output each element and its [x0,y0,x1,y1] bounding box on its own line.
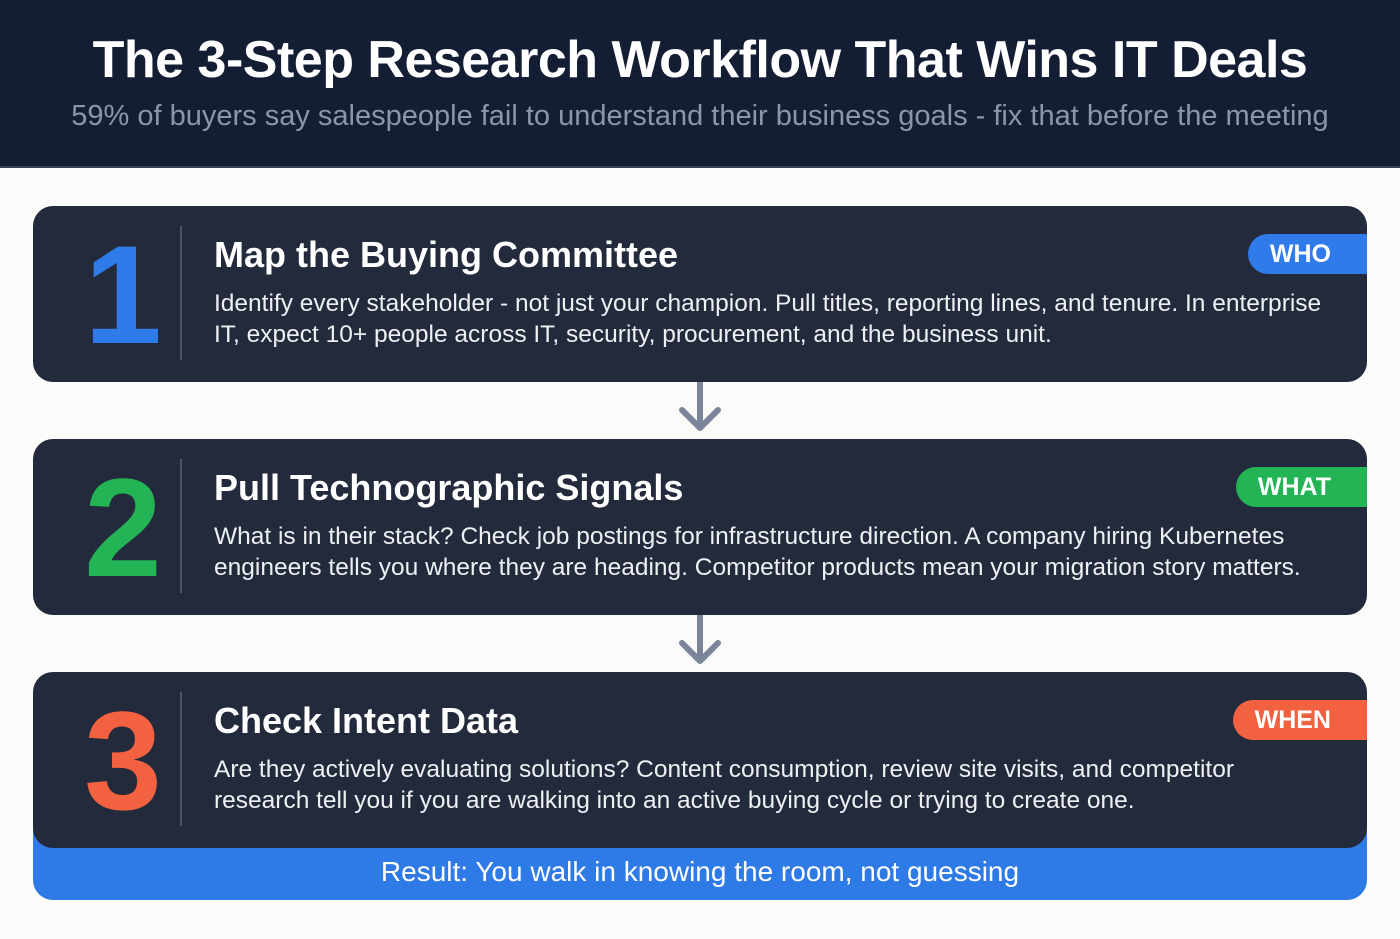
step-description: What is in their stack? Check job postin… [214,523,1301,581]
step-card-2: 2 Pull Technographic Signals What is in … [33,439,1367,615]
step-number: 3 [84,682,162,839]
step-badge-who: WHO [1247,234,1367,274]
step-title: Check Intent Data [214,700,519,741]
header: The 3-Step Research Workflow That Wins I… [0,0,1400,168]
step-badge-when: WHEN [1232,700,1367,740]
divider [180,226,182,360]
page-title: The 3-Step Research Workflow That Wins I… [92,31,1308,89]
step-description: Identify every stakeholder - not just yo… [214,290,1322,348]
step-number: 1 [84,216,162,373]
step-badge-what: WHAT [1235,467,1367,507]
step-card-1: 1 Map the Buying Committee Identify ever… [33,206,1367,382]
step-description: Are they actively evaluating solutions? … [214,756,1234,814]
step-title: Map the Buying Committee [214,234,679,275]
arrow-down-icon [679,382,721,431]
arrow-down-icon [679,615,721,664]
divider [180,692,182,826]
step-card-3: 3 Check Intent Data Are they actively ev… [33,672,1367,848]
page-subtitle: 59% of buyers say salespeople fail to un… [71,100,1329,132]
result-text: Result: You walk in knowing the room, no… [380,856,1020,887]
divider [180,459,182,593]
step-title: Pull Technographic Signals [214,467,684,508]
step-number: 2 [84,449,162,606]
